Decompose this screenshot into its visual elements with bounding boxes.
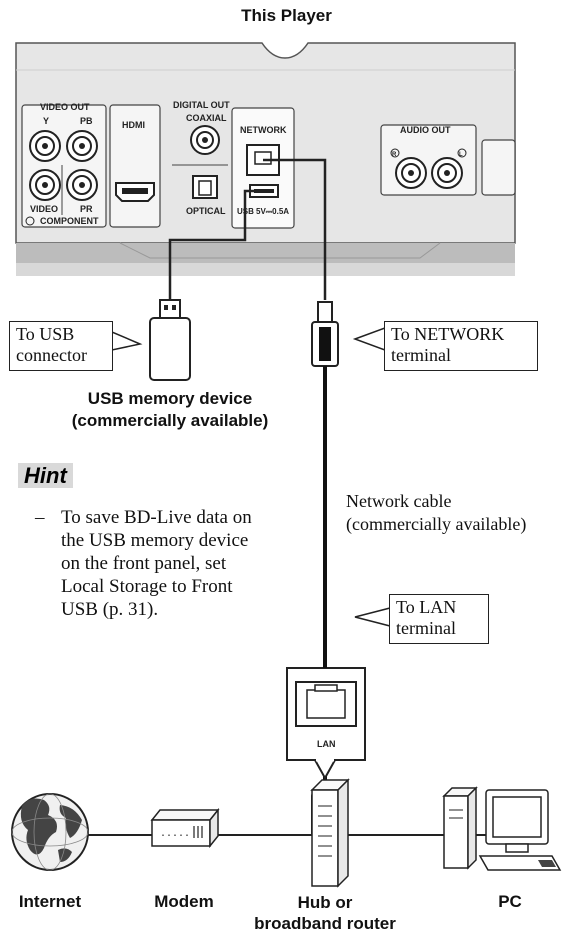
jack-pr [66, 169, 98, 201]
cable-line1: Network cable [346, 491, 452, 511]
network-cable-label: Network cable (commercially available) [346, 490, 572, 536]
lan-callout-line2: terminal [396, 618, 456, 638]
jack-coaxial [190, 125, 220, 155]
hint-line: on the front panel, set [61, 553, 227, 574]
digital-out-label: DIGITAL OUT [173, 100, 230, 110]
pr-label: PR [80, 204, 93, 214]
lan-callout-line1: To LAN [396, 597, 457, 617]
hint-section: Hint [18, 463, 73, 489]
lan-terminal-callout: To LAN terminal [389, 594, 489, 644]
hub-line2: broadband router [254, 914, 396, 933]
jack-audio-r [395, 157, 427, 189]
pc-label: PC [498, 892, 522, 911]
network-callout-line1: To NETWORK [391, 324, 505, 344]
component-label: COMPONENT [40, 216, 99, 226]
network-label: NETWORK [240, 125, 287, 135]
hub-label: Hub or broadband router [230, 892, 420, 934]
jack-audio-l [431, 157, 463, 189]
network-terminal-callout: To NETWORK terminal [384, 321, 538, 371]
player-back-panel: VIDEO OUT Y PB VIDEO PR COMPONENT HDMI D… [15, 42, 516, 276]
hint-line: the USB memory device [61, 530, 249, 551]
usb-stick-icon [149, 299, 191, 381]
video-out-label: VIDEO OUT [40, 102, 90, 112]
y-label: Y [43, 116, 49, 126]
usb-callout-line2: connector [16, 345, 87, 365]
usb-rating: 5V⎓0.5A [256, 207, 289, 216]
router-icon [310, 778, 350, 888]
network-cable-top [263, 158, 327, 300]
jack-video [29, 169, 61, 201]
svg-text:.....: ..... [160, 829, 190, 840]
hub-line1: Hub or [297, 893, 353, 912]
pb-label: PB [80, 116, 93, 126]
network-callout-line2: terminal [391, 345, 451, 365]
optical-label: OPTICAL [186, 206, 226, 216]
hint-line: USB (p. 31). [61, 599, 159, 620]
cable-line2: (commercially available) [346, 514, 527, 534]
usb-connector-callout: To USB connector [9, 321, 113, 371]
router-lan-label: LAN [317, 739, 336, 749]
usb-device-line1: USB memory device [87, 389, 253, 408]
hdmi-label: HDMI [122, 120, 145, 130]
hint-dash: – [35, 507, 45, 528]
coaxial-label: COAXIAL [186, 113, 227, 123]
pc-icon [442, 786, 562, 871]
modem-icon: ..... [150, 807, 220, 849]
router-lan-panel: LAN [286, 667, 366, 781]
globe-icon [11, 793, 89, 871]
l-label: L [459, 152, 463, 158]
rj45-plug-icon [311, 301, 339, 367]
jack-pb [66, 130, 98, 162]
jack-y [29, 130, 61, 162]
video-label: VIDEO [30, 204, 58, 214]
audio-out-label: AUDIO OUT [400, 125, 451, 135]
internet-label: Internet [18, 892, 82, 911]
usb-device-line2: (commercially available) [71, 411, 269, 430]
usb-callout-line1: To USB [16, 324, 75, 344]
page-title: This Player [241, 6, 332, 25]
hint-title: Hint [18, 463, 73, 488]
modem-label: Modem [154, 892, 214, 911]
r-label: R [392, 152, 397, 158]
hint-line: To save BD-Live data on [61, 507, 252, 528]
usb-cable [168, 189, 264, 300]
usb-device-label: USB memory device (commercially availabl… [60, 388, 280, 432]
hint-body: To save BD-Live data on the USB memory d… [61, 506, 301, 621]
hint-line: Local Storage to Front [61, 576, 233, 597]
